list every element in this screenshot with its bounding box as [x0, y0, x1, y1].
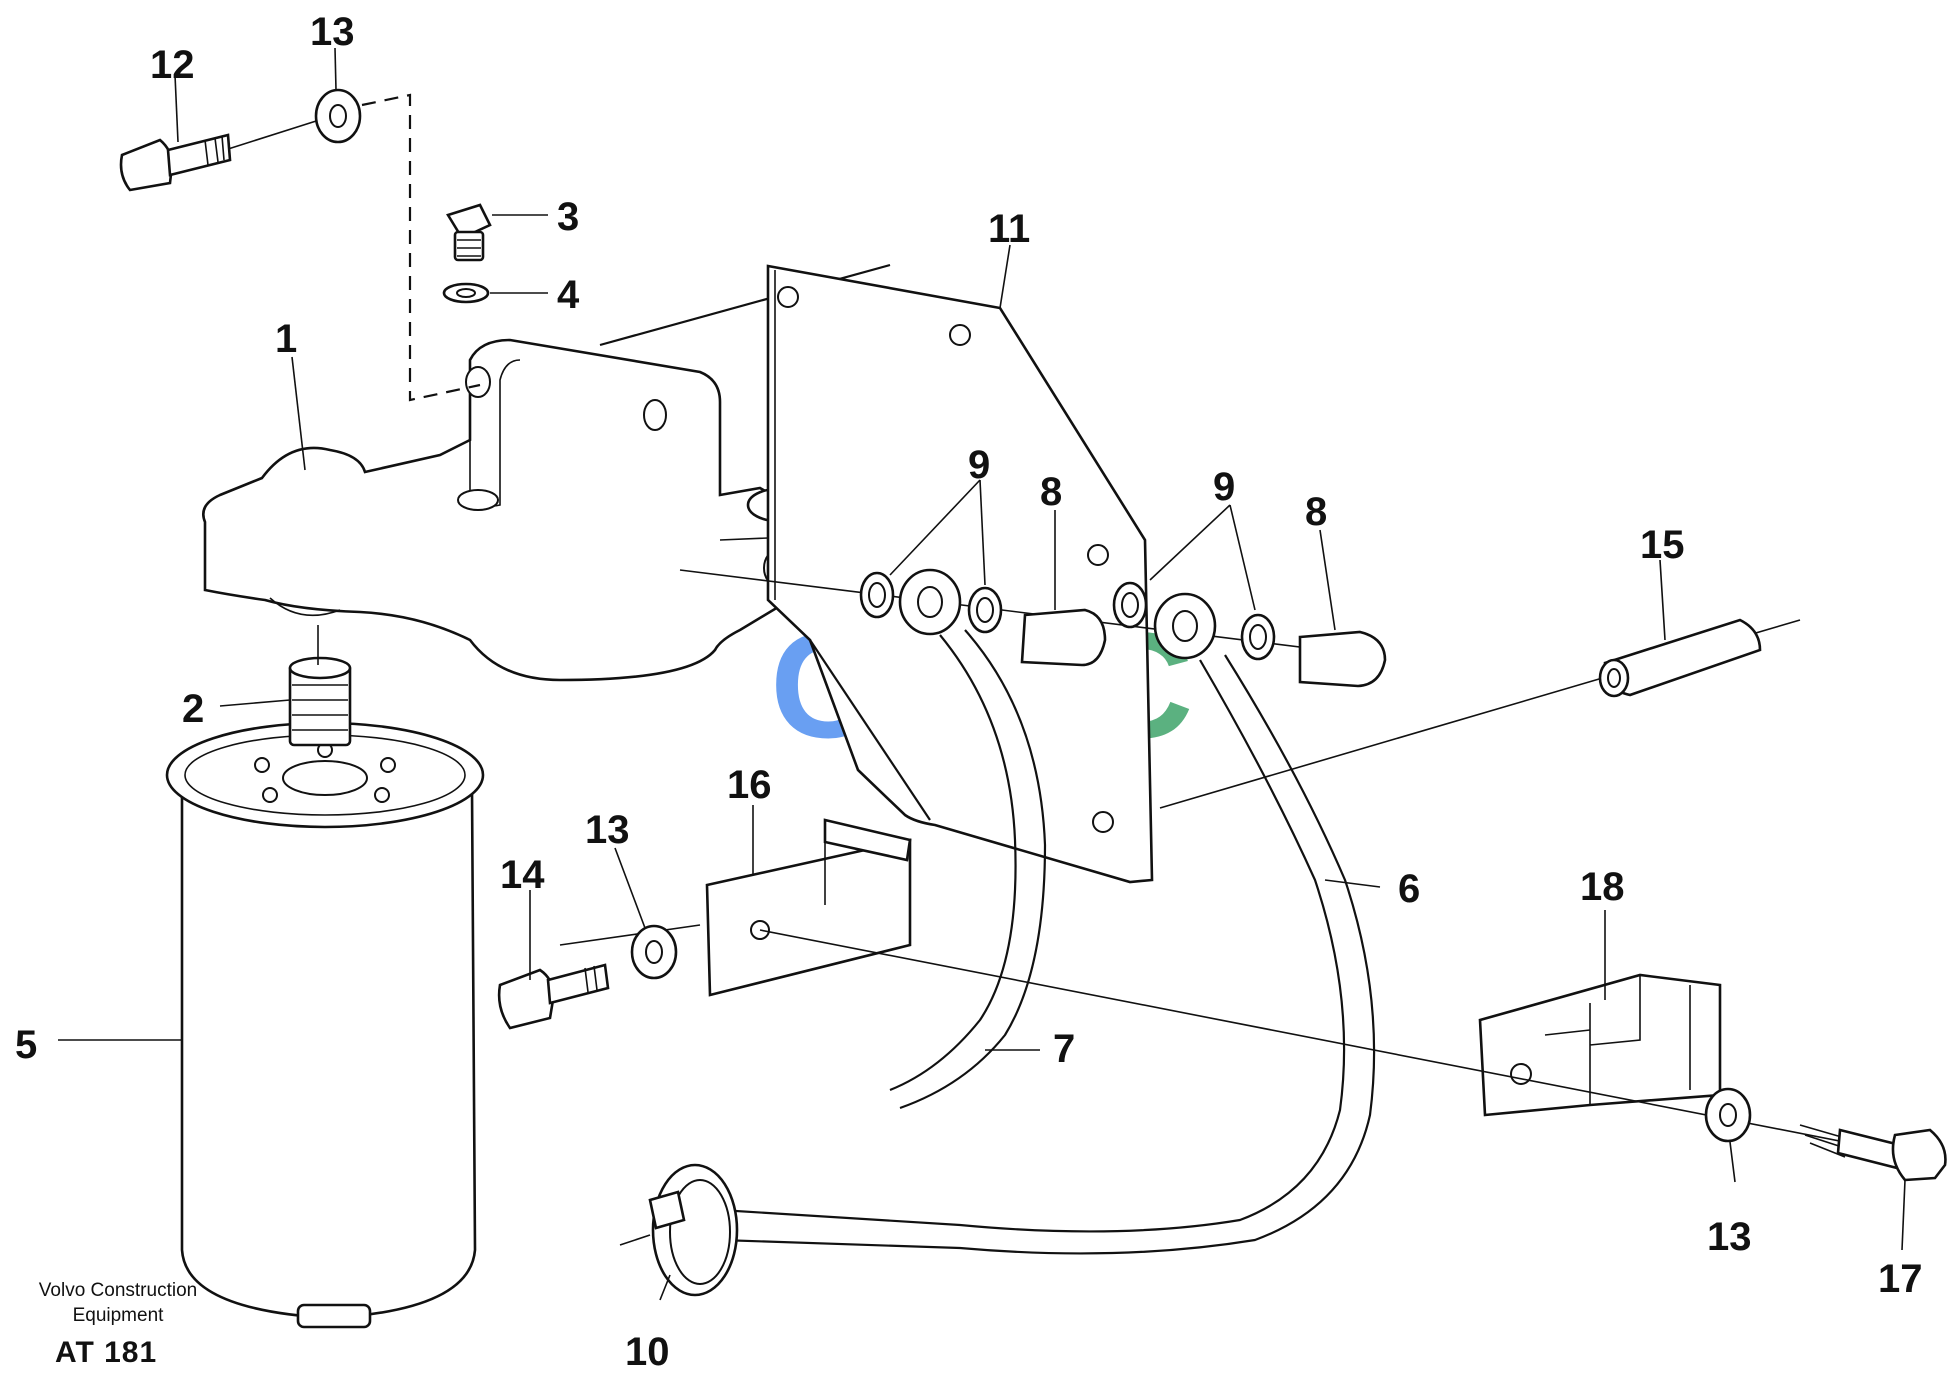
label-part-4: 4: [557, 273, 580, 317]
label-part-2: 2: [182, 687, 204, 731]
label-part-11: 11: [988, 207, 1030, 251]
part-labels: 12 13 3 4 1 2 5 11 9 8 9 8 15 16 13 14 6…: [15, 10, 1923, 1374]
label-part-17: 17: [1878, 1257, 1923, 1301]
label-part-1: 1: [275, 317, 297, 361]
bolt-14-assembly: [497, 924, 701, 1030]
label-part-16: 16: [727, 763, 772, 807]
label-part-8-left: 8: [1040, 470, 1062, 514]
spacer-tube: [1159, 618, 1801, 809]
bolt-17-assembly: [1704, 1087, 1947, 1182]
manufacturer-caption: Volvo Construction Equipment: [18, 1278, 218, 1328]
mounting-plate: [766, 264, 1154, 884]
label-part-18: 18: [1580, 865, 1625, 909]
label-part-5: 5: [15, 1023, 37, 1067]
label-part-6: 6: [1398, 867, 1420, 911]
manufacturer-line-1: Volvo Construction: [38, 1280, 198, 1301]
label-part-9-right: 9: [1213, 465, 1235, 509]
bolt-12-assembly: [119, 88, 481, 402]
bracket-plate-16: [705, 818, 912, 997]
label-part-15: 15: [1640, 523, 1685, 567]
threaded-nipple: [288, 625, 352, 747]
label-part-12: 12: [150, 43, 195, 87]
label-part-10: 10: [625, 1330, 670, 1374]
oil-filter-cartridge: [165, 721, 485, 1329]
banjo-fittings: [679, 568, 1387, 688]
label-part-13-top: 13: [310, 10, 355, 54]
label-part-9-left: 9: [968, 443, 990, 487]
hose-clamp: [619, 1163, 739, 1297]
label-part-14: 14: [500, 853, 545, 897]
manufacturer-line-2: Equipment: [72, 1305, 164, 1326]
leader-lines: [58, 47, 1906, 1301]
label-part-7: 7: [1053, 1027, 1075, 1071]
label-part-3: 3: [557, 195, 579, 239]
hoses: [719, 629, 1376, 1255]
plug-and-washer: [442, 203, 492, 304]
illustration-code: AT 181: [55, 1336, 158, 1369]
label-part-8-right: 8: [1305, 490, 1327, 534]
label-part-13-middle: 13: [585, 808, 630, 852]
label-part-13-bottom: 13: [1707, 1215, 1752, 1259]
